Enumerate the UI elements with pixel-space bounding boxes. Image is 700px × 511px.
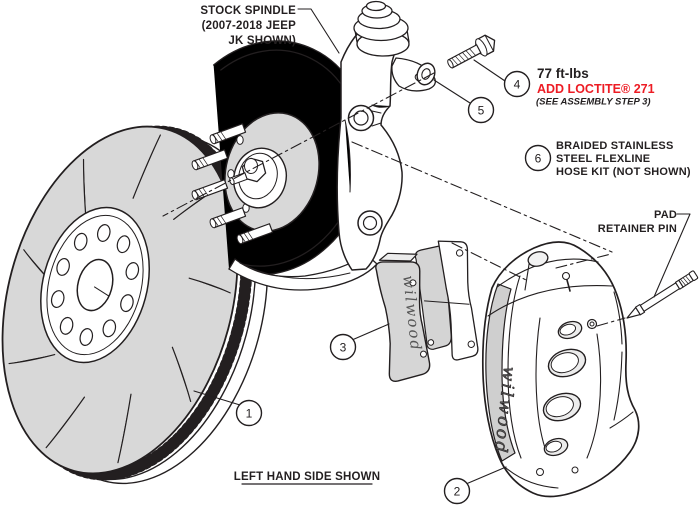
svg-text:RETAINER PIN: RETAINER PIN bbox=[598, 223, 677, 235]
loctite-note: ADD LOCTITE® 271 bbox=[537, 82, 655, 96]
brake-caliper: wilwood bbox=[481, 241, 640, 498]
callout-4: 4 bbox=[503, 70, 531, 98]
brake-rotor bbox=[1, 125, 269, 485]
callout-5-leader bbox=[433, 79, 471, 104]
svg-text:(2007-2018 JEEP: (2007-2018 JEEP bbox=[202, 20, 297, 32]
rotor-bolt-holes bbox=[50, 224, 140, 346]
leader-lines bbox=[193, 8, 691, 485]
caliper-mount-boss-lower bbox=[357, 210, 383, 236]
brake-pad-inner bbox=[414, 240, 479, 361]
bleed-screw bbox=[561, 271, 571, 292]
svg-text:JK SHOWN): JK SHOWN) bbox=[228, 35, 296, 47]
assembly-centerlines bbox=[162, 72, 626, 327]
torque-note: 77 ft-lbs ADD LOCTITE® 271 (SEE ASSEMBLY… bbox=[536, 66, 655, 108]
callout-2: 2 bbox=[443, 477, 471, 505]
svg-text:6: 6 bbox=[535, 152, 542, 166]
caliper-mounting-bolt bbox=[447, 34, 496, 69]
ball-joint bbox=[353, 0, 410, 57]
footer-note: LEFT HAND SIDE SHOWN bbox=[234, 471, 380, 485]
svg-text:BRAIDED STAINLESS: BRAIDED STAINLESS bbox=[556, 140, 673, 152]
callout-1-leader bbox=[193, 390, 241, 406]
wheel-studs bbox=[191, 123, 274, 245]
caliper-bridge-windows bbox=[542, 320, 587, 457]
rotor-face bbox=[1, 125, 239, 475]
svg-text:4: 4 bbox=[514, 78, 521, 92]
svg-text:STOCK SPINDLE: STOCK SPINDLE bbox=[200, 5, 296, 17]
svg-text:PAD: PAD bbox=[654, 209, 677, 221]
spindle-label-leader bbox=[297, 8, 340, 54]
pin-hole-boss bbox=[586, 318, 598, 330]
stock-spindle-knuckle bbox=[336, 0, 436, 271]
svg-text:2: 2 bbox=[454, 485, 461, 499]
svg-text:LEFT HAND SIDE SHOWN: LEFT HAND SIDE SHOWN bbox=[234, 471, 380, 483]
fluid-inlet-dome bbox=[527, 251, 549, 267]
svg-text:77 ft-lbs: 77 ft-lbs bbox=[537, 66, 589, 81]
svg-text:3: 3 bbox=[340, 341, 347, 355]
pin-label-leader bbox=[653, 213, 691, 298]
callout-1: 1 bbox=[235, 399, 263, 427]
callout-6: 6 bbox=[524, 144, 552, 172]
washer bbox=[416, 62, 436, 86]
callout-4-leader bbox=[473, 59, 506, 82]
hub-assembly bbox=[191, 112, 320, 245]
caliper-contours bbox=[487, 257, 634, 489]
hose-kit-label: BRAIDED STAINLESS STEEL FLEXLINE HOSE KI… bbox=[556, 140, 691, 178]
callout-2-leader bbox=[465, 466, 507, 485]
labels: STOCK SPINDLE (2007-2018 JEEP JK SHOWN) … bbox=[200, 5, 691, 485]
pad-retainer-pin-label: PAD RETAINER PIN bbox=[598, 209, 677, 235]
rotor-center-bore bbox=[76, 258, 114, 312]
svg-text:HOSE KIT (NOT SHOWN): HOSE KIT (NOT SHOWN) bbox=[556, 166, 691, 178]
svg-text:1: 1 bbox=[246, 407, 253, 421]
callout-3: 3 bbox=[329, 333, 357, 361]
pad-retainer-pin bbox=[626, 270, 699, 319]
brake-pad-outer: wilwood bbox=[375, 252, 431, 382]
callouts: 1 2 3 4 5 6 bbox=[235, 70, 552, 505]
brake-pads: wilwood bbox=[375, 240, 479, 382]
callout-5: 5 bbox=[467, 96, 495, 124]
callout-3-leader bbox=[351, 323, 390, 341]
stock-spindle-label: STOCK SPINDLE (2007-2018 JEEP JK SHOWN) bbox=[200, 5, 296, 47]
rotor-hat bbox=[40, 206, 151, 364]
hub-bearing bbox=[229, 147, 287, 209]
assembly-step-note: (SEE ASSEMBLY STEP 3) bbox=[536, 97, 651, 108]
svg-text:5: 5 bbox=[478, 104, 485, 118]
svg-text:STEEL FLEXLINE: STEEL FLEXLINE bbox=[556, 153, 650, 165]
